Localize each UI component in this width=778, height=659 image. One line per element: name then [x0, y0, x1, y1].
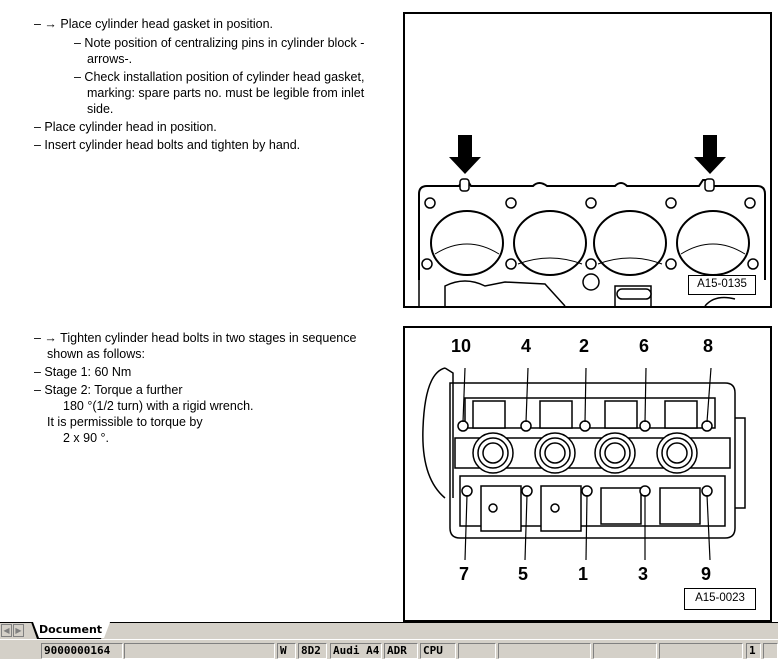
document-view: – → Place cylinder head gasket in positi… [34, 12, 772, 622]
status-panel-model: Audi A4 [330, 643, 382, 659]
arrow-left-icon[interactable]: ◀ [1, 624, 12, 637]
instruction-line: 2 x 90 °. [63, 431, 109, 445]
status-panel-empty [124, 643, 275, 659]
status-panel-empty [659, 643, 743, 659]
figure-label: A15-0023 [684, 588, 756, 610]
status-panel-model-code: 8D2 [298, 643, 327, 659]
tab-document[interactable]: Document [33, 622, 110, 638]
bolt-sequence-number: 6 [639, 336, 649, 356]
instruction-line: shown as follows: [47, 347, 145, 361]
status-bar: 9000000164 W 8D2 Audi A4 ADR CPU 1 [0, 639, 778, 659]
bolt-sequence-number: 1 [578, 564, 588, 584]
instruction-line: – Stage 1: 60 Nm [34, 365, 132, 379]
instruction-line: – → Place cylinder head gasket in positi… [34, 17, 274, 31]
status-panel-empty [593, 643, 657, 659]
bolt-sequence-number: 3 [638, 564, 648, 584]
arrow-right-icon[interactable]: ▶ [13, 624, 24, 637]
figure-gasket: A15-0135 [403, 12, 772, 308]
instruction-line: 180 °(1/2 turn) with a rigid wrench. [63, 399, 254, 413]
gasket-drawing [418, 135, 766, 306]
status-panel-empty [458, 643, 496, 659]
bolt-sequence-number: 7 [459, 564, 469, 584]
sheet-tab-bar: ◀ ▶ Document [0, 622, 778, 639]
bolt-sequence-number: 8 [703, 336, 713, 356]
figure-label: A15-0135 [688, 275, 756, 295]
status-panel-empty [498, 643, 591, 659]
instruction-line: side. [87, 102, 114, 116]
bolt-sequence-number: 9 [701, 564, 711, 584]
status-panel-empty [763, 643, 778, 659]
status-panel-cpu: CPU [420, 643, 456, 659]
arrow-down-icon [694, 135, 726, 174]
instruction-line: marking: spare parts no. must be legible… [87, 86, 365, 100]
instruction-line: – Place cylinder head in position. [34, 120, 217, 134]
bolt-sequence-number: 4 [521, 336, 531, 356]
instruction-line: – Stage 2: Torque a further [34, 383, 183, 397]
bolt-sequence-number: 2 [579, 336, 589, 356]
figure-bolt-sequence: 10 4 2 6 8 7 5 1 3 9 A15-0023 [403, 326, 772, 622]
instruction-line: – Note position of centralizing pins in … [74, 36, 365, 50]
bolt-sequence-number: 10 [451, 336, 471, 356]
instruction-line: – Check installation position of cylinde… [74, 70, 365, 84]
status-document-number: 9000000164 [41, 643, 123, 659]
cylinder-head-drawing: 10 4 2 6 8 7 5 1 3 9 [422, 336, 746, 584]
arrow-down-icon [449, 135, 481, 174]
status-page-number: 1 [746, 643, 761, 659]
instruction-line: – → Tighten cylinder head bolts in two s… [34, 331, 357, 345]
status-panel-w: W [277, 643, 296, 659]
bolt-sequence-number: 5 [518, 564, 528, 584]
instruction-line: It is permissible to torque by [47, 415, 203, 429]
instruction-line: arrows-. [87, 52, 133, 66]
status-panel-engine: ADR [384, 643, 418, 659]
instruction-line: – Insert cylinder head bolts and tighten… [34, 138, 301, 152]
